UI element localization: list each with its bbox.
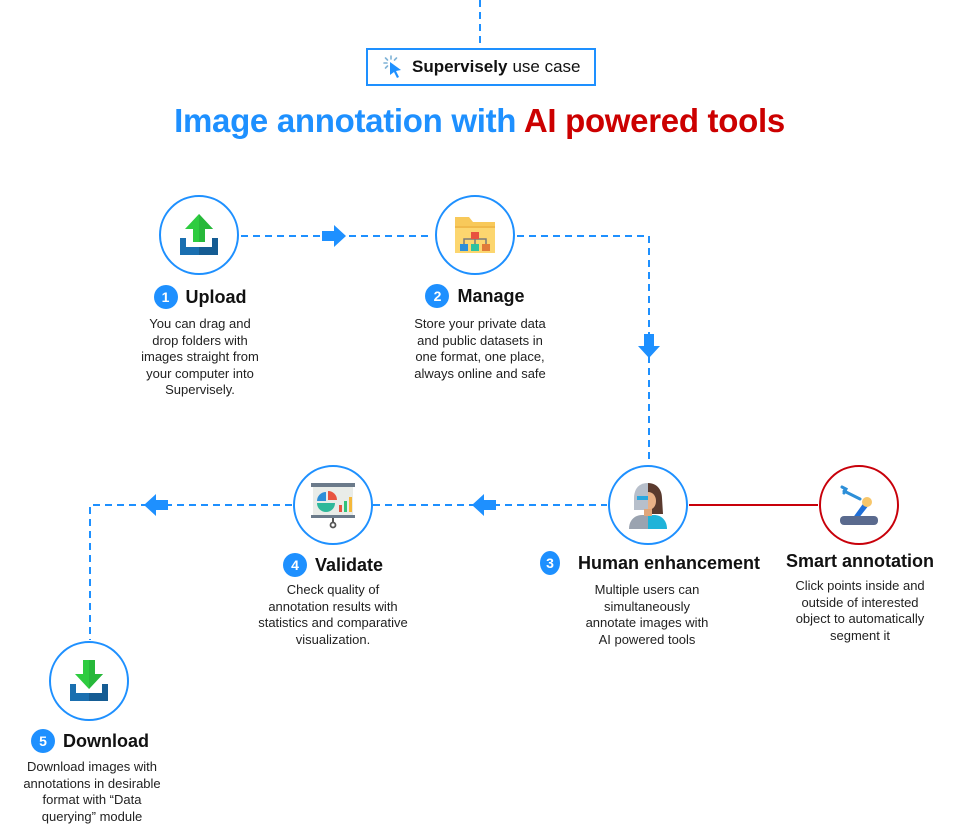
description-line: one format, one place,: [415, 349, 545, 364]
description-line: format with “Data: [42, 792, 142, 807]
smart-annotation-title-text: Smart annotation: [785, 551, 934, 571]
step-number-badge: 4: [282, 553, 307, 577]
arrow-left-icon: [472, 494, 496, 516]
connector-validate-download: [89, 504, 292, 640]
connector-manage-human: [517, 235, 650, 463]
description-line: Click points inside and: [795, 578, 925, 593]
step-human-enhancement-title: 3 Human enhancement: [540, 551, 760, 575]
step-upload-title: 1 Upload: [130, 285, 270, 309]
description-line: your computer into: [146, 365, 254, 381]
description-line: Store your private data: [414, 316, 546, 331]
description-line: images straight from: [141, 349, 259, 364]
description-line: Check quality of: [286, 582, 380, 597]
description-line: querying” module: [41, 808, 143, 824]
download-tray-icon: [70, 660, 108, 701]
human-robot-icon: [629, 483, 667, 529]
description-line: segment it: [830, 627, 890, 643]
arrow-right-icon: [322, 225, 346, 247]
description-line: visualization.: [295, 631, 371, 647]
description-line: and public datasets in: [417, 332, 543, 348]
description-line: AI powered tools: [598, 631, 696, 647]
step-title: Validate: [314, 554, 384, 575]
description-line: annotate images with: [585, 615, 709, 630]
step-human-enhancement-description: Multiple users can simultaneously annota…: [572, 582, 722, 648]
step-title: Upload: [185, 286, 247, 307]
step-number-badge: 2: [425, 284, 450, 308]
step-title: Download: [63, 730, 149, 751]
step-title: Manage: [457, 285, 525, 306]
step-upload-description: You can drag and drop folders with image…: [125, 316, 275, 399]
page-title: Image annotation with AI powered tools: [0, 102, 959, 140]
smart-annotation-description: Click points inside and outside of inter…: [780, 578, 940, 644]
description-line: Download images with: [26, 759, 158, 774]
step-title: Human enhancement: [577, 552, 760, 573]
badge-text: use case: [512, 57, 581, 76]
smart-annotation-node: [819, 465, 899, 545]
title-part-red: AI powered tools: [523, 102, 785, 139]
folder-hierarchy-icon: [455, 217, 495, 253]
description-line: drop folders with: [152, 332, 248, 348]
cursor-click-icon: [383, 55, 401, 78]
description-line: outside of interested: [801, 594, 919, 610]
step-download-description: Download images with annotations in desi…: [12, 759, 172, 825]
step-number-badge: 1: [153, 285, 178, 309]
description-line: simultaneously: [604, 598, 690, 614]
supervisely-use-case-badge: Supervisely use case: [366, 48, 596, 86]
step-download-title: 5 Download: [20, 729, 160, 753]
step-manage-title: 2 Manage: [405, 284, 545, 308]
title-part-blue: Image annotation with: [174, 102, 517, 139]
step-validate-node: [293, 465, 373, 545]
step-human-enhancement-node: [608, 465, 688, 545]
description-line: object to automatically: [795, 611, 925, 626]
step-manage-node: [435, 195, 515, 275]
smart-annotation-title: Smart annotation: [780, 551, 940, 572]
step-manage-description: Store your private data and public datas…: [395, 316, 565, 382]
description-line: You can drag and: [149, 316, 251, 331]
robotic-arm-icon: [840, 485, 878, 525]
description-line: annotations in desirable: [23, 775, 161, 791]
upload-tray-icon: [180, 214, 218, 255]
description-line: statistics and comparative: [258, 615, 408, 630]
description-line: always online and safe: [414, 365, 546, 381]
arrow-down-icon: [638, 334, 660, 358]
step-number-badge: 5: [31, 729, 55, 753]
arrow-left-icon: [144, 494, 168, 516]
badge-brand: Supervisely: [412, 57, 508, 76]
description-line: annotation results with: [268, 598, 398, 614]
description-line: Multiple users can: [594, 582, 700, 597]
step-validate-title: 4 Validate: [263, 553, 403, 577]
presentation-chart-icon: [311, 483, 355, 529]
step-upload-node: [159, 195, 239, 275]
step-number-badge: 3: [540, 551, 560, 575]
step-download-node: [49, 641, 129, 721]
description-line: Supervisely.: [165, 382, 235, 397]
step-validate-description: Check quality of annotation results with…: [250, 582, 416, 648]
